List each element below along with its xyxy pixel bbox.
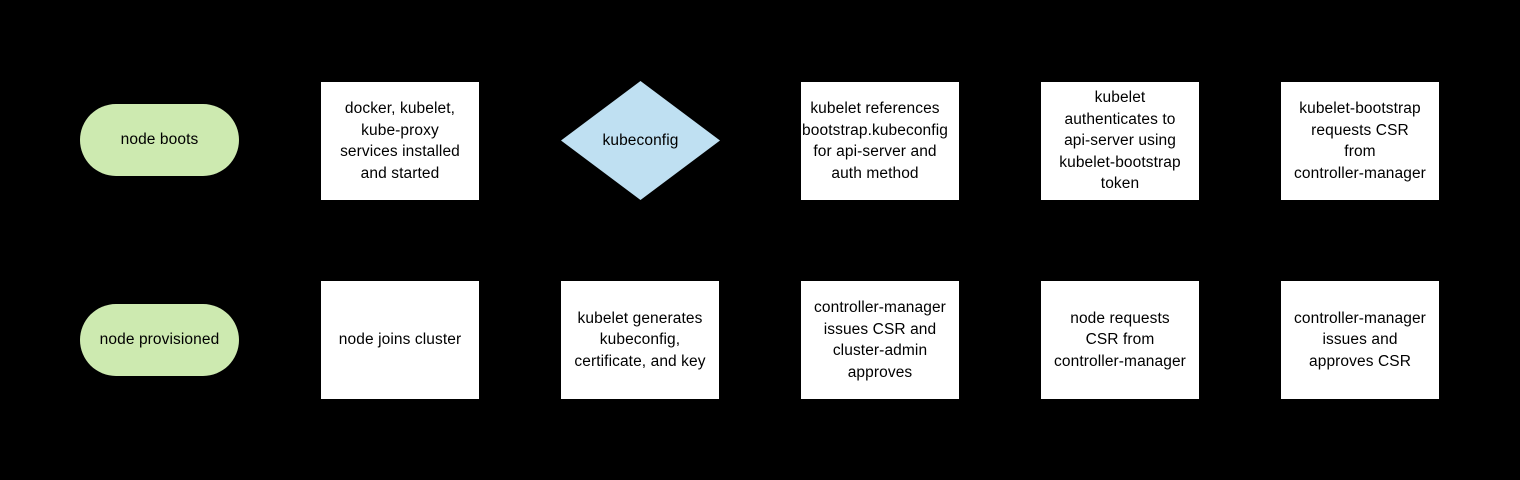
node-label: controller-manager issues CSR and cluste… bbox=[814, 299, 946, 381]
node-label: kubelet-bootstrap requests CSR from cont… bbox=[1294, 100, 1426, 182]
flow-node-node-boots[interactable]: node boots bbox=[80, 104, 239, 176]
flow-node-node-requests-csr[interactable]: node requests CSR from controller-manage… bbox=[1041, 281, 1199, 399]
node-label: controller-manager issues and approves C… bbox=[1294, 309, 1426, 370]
node-label: docker, kubelet, kube-proxy services ins… bbox=[340, 100, 460, 182]
node-label: kubelet references bootstrap.kubeconfig … bbox=[802, 100, 948, 182]
node-label: node joins cluster bbox=[338, 331, 462, 349]
node-label: node boots bbox=[120, 131, 199, 149]
flow-node-bootstrap-requests-csr[interactable]: kubelet-bootstrap requests CSR from cont… bbox=[1281, 82, 1439, 200]
flow-node-node-provisioned[interactable]: node provisioned bbox=[80, 304, 239, 376]
node-label: kubeconfig bbox=[602, 131, 679, 149]
flow-node-kubelet-generates[interactable]: kubelet generates kubeconfig, certificat… bbox=[561, 281, 719, 399]
node-label: kubelet authenticates to api-server usin… bbox=[1059, 89, 1181, 193]
flow-node-kubeconfig[interactable]: kubeconfig bbox=[561, 81, 720, 200]
flow-node-node-joins-cluster[interactable]: node joins cluster bbox=[321, 281, 479, 399]
flow-node-kubelet-references[interactable]: kubelet references bootstrap.kubeconfig … bbox=[801, 82, 959, 200]
flow-node-cm-issues-csr[interactable]: controller-manager issues CSR and cluste… bbox=[801, 281, 959, 399]
flow-node-kubelet-authenticates[interactable]: kubelet authenticates to api-server usin… bbox=[1041, 82, 1199, 200]
flow-node-cm-issues-approves-csr[interactable]: controller-manager issues and approves C… bbox=[1281, 281, 1439, 399]
node-label: kubelet generates kubeconfig, certificat… bbox=[574, 309, 706, 370]
node-label: node requests CSR from controller-manage… bbox=[1054, 309, 1186, 370]
node-label: node provisioned bbox=[99, 331, 220, 349]
flow-node-services-installed[interactable]: docker, kubelet, kube-proxy services ins… bbox=[321, 82, 479, 200]
